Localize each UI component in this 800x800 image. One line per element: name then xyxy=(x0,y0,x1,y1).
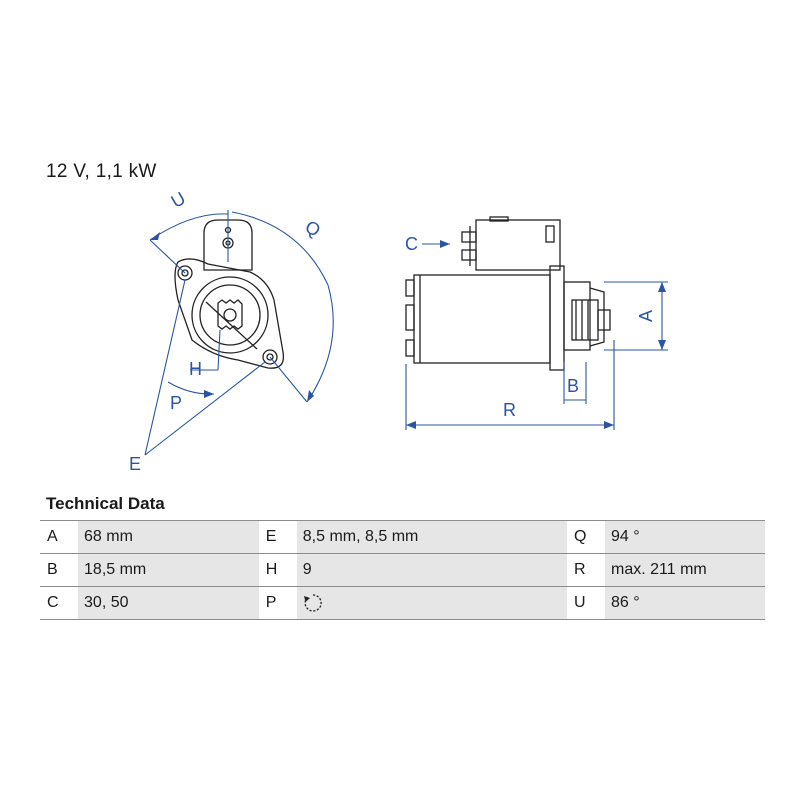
label-b: B xyxy=(567,376,579,396)
side-view xyxy=(405,216,611,371)
label-a: A xyxy=(636,310,656,322)
spec-title: 12 V, 1,1 kW xyxy=(46,161,157,182)
label-u: U xyxy=(168,188,189,212)
label-r: R xyxy=(503,400,516,420)
table-row: C 30, 50 P U 86 ° xyxy=(40,586,765,620)
key-cell: Q xyxy=(566,520,606,554)
value-cell: 94 ° xyxy=(605,520,765,554)
front-dimensions xyxy=(144,210,334,456)
value-cell: 8,5 mm, 8,5 mm xyxy=(296,520,567,554)
key-cell: B xyxy=(40,553,79,587)
label-p: P xyxy=(170,393,182,413)
key-cell: C xyxy=(40,586,79,620)
value-cell: 18,5 mm xyxy=(78,553,259,587)
technical-drawing: U Q H P E xyxy=(129,188,668,474)
value-cell: 68 mm xyxy=(78,520,259,554)
counterclockwise-rotation-icon xyxy=(303,594,322,612)
front-view xyxy=(174,219,285,369)
value-cell: 9 xyxy=(296,553,567,587)
key-cell: E xyxy=(258,520,297,554)
technical-data-table: A 68 mm E 8,5 mm, 8,5 mm Q 94 ° B 18,5 m… xyxy=(40,520,765,620)
value-cell: 86 ° xyxy=(605,586,765,620)
label-q: Q xyxy=(302,216,324,240)
section-title: Technical Data xyxy=(46,494,165,513)
key-cell: A xyxy=(40,520,79,554)
table-row: A 68 mm E 8,5 mm, 8,5 mm Q 94 ° xyxy=(40,520,765,554)
key-cell: R xyxy=(566,553,606,587)
label-c: C xyxy=(405,234,418,254)
key-cell: P xyxy=(258,586,297,620)
key-cell: U xyxy=(566,586,606,620)
key-cell: H xyxy=(258,553,297,587)
label-h: H xyxy=(189,359,202,379)
value-cell: max. 211 mm xyxy=(605,553,765,587)
label-e: E xyxy=(129,454,141,474)
table-row: B 18,5 mm H 9 R max. 211 mm xyxy=(40,553,765,587)
value-cell: 30, 50 xyxy=(78,586,259,620)
value-cell xyxy=(296,586,567,620)
side-dimensions xyxy=(405,240,668,430)
